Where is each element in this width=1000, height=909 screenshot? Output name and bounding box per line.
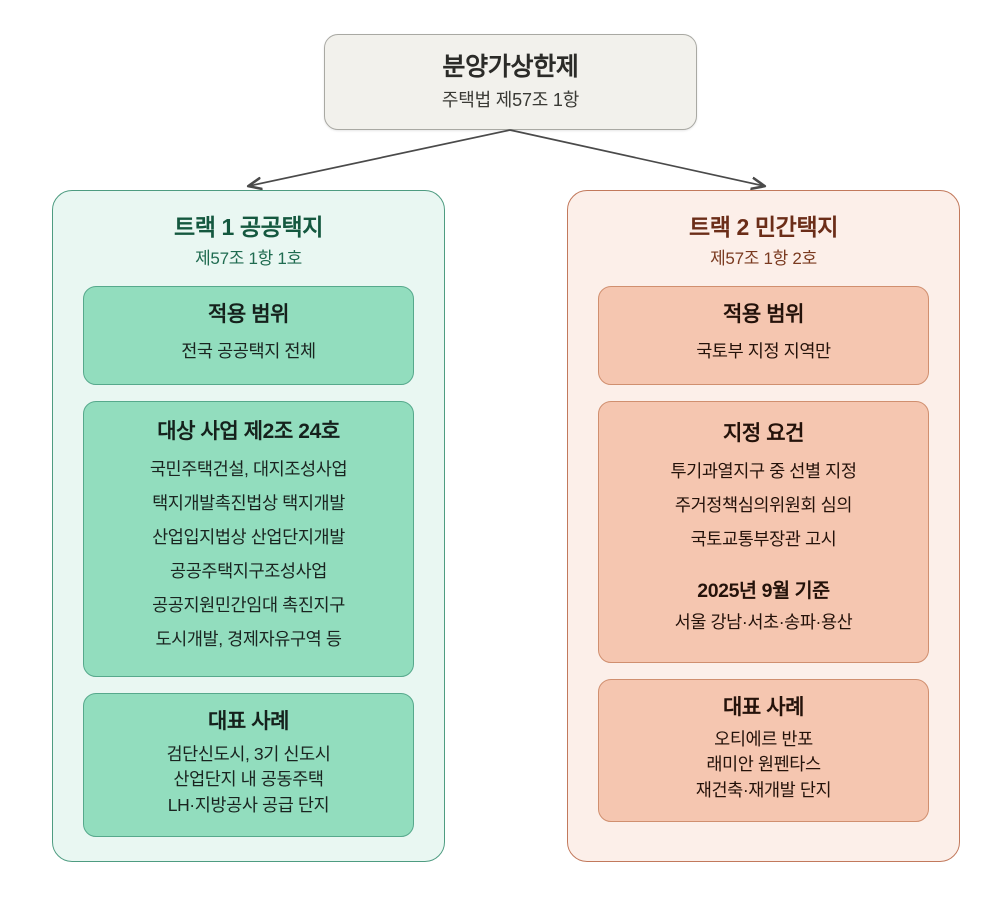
track-1-subtitle: 제57조 1항 1호 [195, 248, 302, 268]
track-2-examples-item: 오티에르 반포 [714, 728, 813, 749]
track-1-public-land: 트랙 1 공공택지 제57조 1항 1호 적용 범위 전국 공공택지 전체 대상… [52, 190, 445, 862]
connector-left [249, 129, 511, 186]
track-1-scope-title: 적용 범위 [207, 302, 290, 326]
track-2-subtitle: 제57조 1항 2호 [710, 248, 817, 268]
track-2-examples-card: 대표 사례 오티에르 반포 래미안 원펜타스 재건축·재개발 단지 [598, 678, 929, 822]
track-2-scope-title: 적용 범위 [722, 302, 805, 326]
root-node-title: 분양가상한제 [442, 53, 579, 82]
track-2-title: 트랙 2 민간택지 [689, 214, 838, 240]
track-1-examples-title: 대표 사례 [207, 710, 290, 734]
track-2-examples-title: 대표 사례 [722, 695, 805, 719]
track-2-private-land: 트랙 2 민간택지 제57조 1항 2호 적용 범위 국토부 지정 지역만 지정… [567, 190, 960, 862]
track-1-examples-item: 검단신도시, 3기 신도시 [166, 743, 331, 764]
track-1-examples-item: 산업단지 내 공동주택 [173, 769, 324, 790]
track-2-designation-asof-heading: 2025년 9월 기준 [697, 580, 830, 603]
track-2-examples-item: 재건축·재개발 단지 [695, 779, 832, 800]
track-1-examples-item: LH·지방공사 공급 단지 [167, 794, 330, 815]
track-2-designation-title: 지정 요건 [722, 422, 805, 446]
root-node: 분양가상한제 주택법 제57조 1항 [324, 34, 697, 130]
track-1-target-projects-item: 산업입지법상 산업단지개발 [152, 526, 345, 547]
track-1-scope-line: 전국 공공택지 전체 [181, 341, 316, 362]
track-1-target-projects-item: 국민주택건설, 대지조성사업 [149, 458, 348, 479]
track-2-scope-line: 국토부 지정 지역만 [696, 341, 831, 362]
connector-right [509, 129, 764, 186]
track-2-designation-requirements-card: 지정 요건 투기과열지구 중 선별 지정 주거정책심의위원회 심의 국토교통부장… [598, 401, 929, 663]
track-1-target-projects-item: 택지개발촉진법상 택지개발 [152, 492, 345, 513]
track-1-title: 트랙 1 공공택지 [174, 214, 323, 240]
track-2-designation-item: 국토교통부장관 고시 [690, 528, 837, 549]
root-node-subtitle: 주택법 제57조 1항 [441, 90, 580, 111]
track-2-designation-item: 주거정책심의위원회 심의 [674, 494, 853, 515]
track-2-header: 트랙 2 민간택지 제57조 1항 2호 [598, 213, 929, 270]
track-1-scope-card: 적용 범위 전국 공공택지 전체 [83, 285, 414, 386]
track-1-header: 트랙 1 공공택지 제57조 1항 1호 [83, 213, 414, 270]
track-2-examples-item: 래미안 원펜타스 [706, 754, 821, 775]
track-1-examples-card: 대표 사례 검단신도시, 3기 신도시 산업단지 내 공동주택 LH·지방공사 … [83, 693, 414, 837]
track-1-target-projects-item: 공공지원민간임대 촉진지구 [152, 595, 345, 616]
track-2-designated-districts: 서울 강남·서초·송파·용산 [674, 612, 853, 633]
track-2-designation-item: 투기과열지구 중 선별 지정 [670, 460, 857, 481]
track-1-target-projects-card: 대상 사업 제2조 24호 국민주택건설, 대지조성사업 택지개발촉진법상 택지… [83, 401, 414, 678]
track-2-scope-card: 적용 범위 국토부 지정 지역만 [598, 285, 929, 386]
track-1-target-projects-item: 도시개발, 경제자유구역 등 [155, 629, 342, 650]
track-1-target-projects-title: 대상 사업 제2조 24호 [157, 420, 340, 444]
track-1-target-projects-item: 공공주택지구조성사업 [170, 561, 327, 582]
